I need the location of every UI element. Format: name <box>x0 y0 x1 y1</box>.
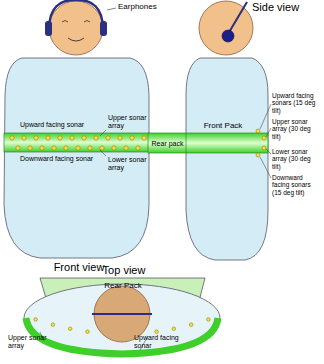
sonar-dot <box>34 136 38 140</box>
sonar-dot <box>118 136 122 140</box>
sonar-dot <box>100 146 104 150</box>
sonar-dot <box>94 136 98 140</box>
sonar-dot <box>70 136 74 140</box>
sonar-dots <box>256 129 266 157</box>
sonar-dot <box>46 136 50 140</box>
sonar-dot <box>52 146 56 150</box>
sonar-dot <box>51 323 55 327</box>
sonar-dot <box>124 146 128 150</box>
earphone <box>222 30 234 42</box>
sonar-dot <box>142 136 146 140</box>
sonar-dot <box>172 327 176 331</box>
pack-region: Front Pack <box>188 118 258 132</box>
callout-label: Downward facing sonar <box>20 155 110 163</box>
callout-label: Upward facing sonars (15 deg tilt) <box>272 92 321 114</box>
callout-label: Lower sonar array (30 deg tilt) <box>272 148 321 170</box>
callout-label: Lower sonar array <box>108 156 150 172</box>
pack-label: Rear Pack <box>104 281 141 290</box>
pack-label: Rear pack <box>152 140 184 147</box>
sonar-dot <box>10 136 14 140</box>
pack-label: Front Pack <box>204 121 243 130</box>
sonar-dot <box>112 146 116 150</box>
sonar-dots <box>10 136 152 150</box>
callout-label: Upward facing sonar <box>134 334 184 350</box>
sonar-dot <box>88 146 92 150</box>
sonar-dot <box>28 146 32 150</box>
sonar-dot <box>130 136 134 140</box>
sonar-dot <box>106 136 110 140</box>
earphone-band <box>92 313 152 315</box>
sonar-dot <box>16 146 20 150</box>
sonar-dot <box>86 330 90 334</box>
sonar-dot <box>155 330 159 334</box>
sonar-dot <box>58 136 62 140</box>
pack-region: Rear Pack <box>90 279 156 292</box>
sonar-dot <box>34 318 38 322</box>
sonar-band <box>148 133 268 153</box>
earphone <box>45 21 52 36</box>
sonar-dot <box>68 327 72 331</box>
body-outline <box>186 58 268 260</box>
earphone-band <box>228 2 247 34</box>
callout-label: Upper sonar array <box>108 114 150 130</box>
earphone-band <box>49 0 103 28</box>
callout-label: Upward facing sonar <box>20 121 104 129</box>
view-title: Side view <box>252 1 318 14</box>
pack-region: Rear pack <box>149 134 186 152</box>
callout-label: Downward facing sonars (15 deg tilt) <box>272 174 321 196</box>
head <box>199 1 253 55</box>
sonar-dot <box>22 136 26 140</box>
sonar-dot <box>136 146 140 150</box>
callout-label: Upper sonar array (30 deg tilt) <box>272 118 321 140</box>
view-title: Top view <box>84 264 164 277</box>
sonar-dot <box>189 323 193 327</box>
sonar-dot <box>40 146 44 150</box>
sonar-band <box>4 133 149 152</box>
body-outline <box>4 58 149 258</box>
sonar-dot <box>64 146 68 150</box>
sonar-dot <box>207 318 211 322</box>
head <box>49 1 103 55</box>
callout-label: Earphones <box>118 2 178 11</box>
callout-label: Upper sonar array <box>8 334 48 350</box>
earphone <box>100 21 107 36</box>
sonar-dot <box>82 136 86 140</box>
sonar-dot <box>76 146 80 150</box>
